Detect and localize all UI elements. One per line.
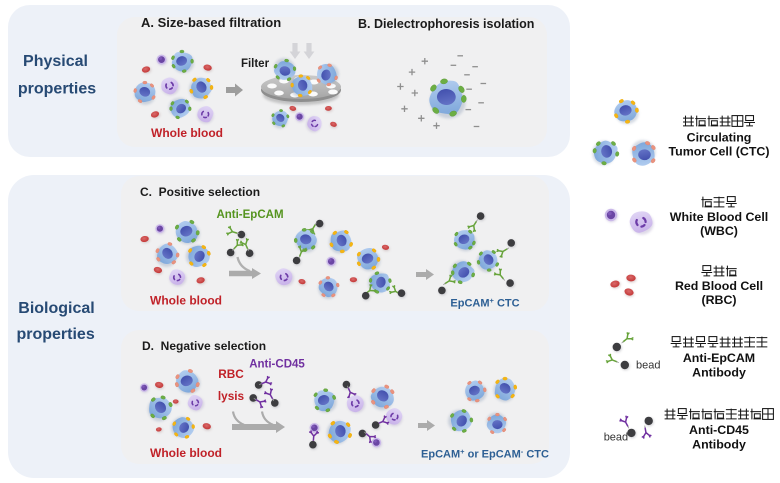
svg-text:Physical: Physical — [23, 53, 88, 70]
svg-text:properties: properties — [18, 81, 96, 98]
svg-text:lysis: lysis — [218, 389, 245, 403]
svg-text:Anti-EpCAM: Anti-EpCAM — [683, 351, 755, 365]
svg-text:RBC: RBC — [218, 367, 244, 381]
svg-text:Antibody: Antibody — [692, 438, 746, 452]
svg-text:(WBC): (WBC) — [700, 224, 738, 238]
svg-text:Whole blood: Whole blood — [151, 126, 223, 140]
svg-text:D. Negative selection: D. Negative selection — [142, 339, 266, 353]
svg-text:properties: properties — [16, 326, 94, 343]
svg-text:EpCAM+ CTC: EpCAM+ CTC — [450, 296, 519, 310]
svg-text:C. Positive selection: C. Positive selection — [140, 185, 260, 199]
svg-text:Whole blood: Whole blood — [150, 294, 222, 308]
svg-text:(RBC): (RBC) — [701, 293, 736, 307]
svg-text:Red Blood Cell: Red Blood Cell — [675, 279, 763, 293]
svg-text:White Blood Cell: White Blood Cell — [670, 210, 768, 224]
svg-text:bead: bead — [636, 360, 660, 372]
svg-text:A. Size-based filtration: A. Size-based filtration — [141, 15, 281, 30]
svg-text:Biological: Biological — [18, 300, 94, 317]
svg-text:EpCAM+ or EpCAM- CTC: EpCAM+ or EpCAM- CTC — [421, 447, 549, 461]
svg-text:B. Dielectrophoresis isolation: B. Dielectrophoresis isolation — [358, 17, 534, 31]
svg-text:Anti-CD45: Anti-CD45 — [249, 359, 305, 371]
svg-text:bead: bead — [604, 432, 628, 444]
svg-text:Tumor Cell (CTC): Tumor Cell (CTC) — [669, 145, 770, 159]
svg-text:Antibody: Antibody — [692, 366, 746, 380]
svg-text:Anti-EpCAM: Anti-EpCAM — [216, 209, 283, 221]
svg-text:Whole blood: Whole blood — [150, 446, 222, 460]
svg-text:Anti-CD45: Anti-CD45 — [689, 423, 749, 437]
svg-text:Filter: Filter — [241, 58, 270, 70]
svg-text:Circulating: Circulating — [687, 131, 752, 145]
